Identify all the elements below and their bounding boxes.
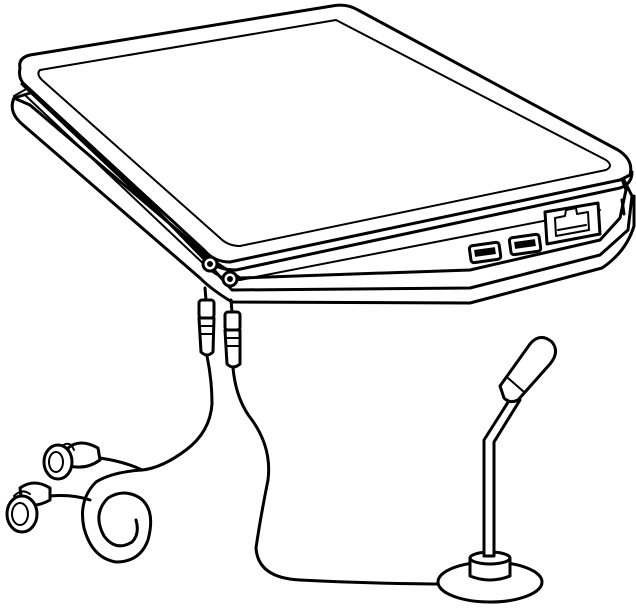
laptop-lid — [20, 5, 631, 262]
usb-port-1 — [469, 242, 501, 263]
headphone-jack — [203, 257, 217, 271]
laptop-lock-slot — [622, 200, 624, 214]
laptop — [12, 5, 634, 303]
desktop-microphone — [438, 337, 556, 602]
microphone-cable — [233, 368, 450, 584]
earphone-left — [7, 483, 50, 532]
ethernet-port — [545, 203, 600, 244]
microphone-head — [500, 337, 556, 401]
microphone-jack — [223, 272, 237, 286]
earphone-cable-coil — [83, 470, 151, 562]
earphone-cable-right — [100, 458, 142, 470]
earphone-cable-left — [50, 496, 90, 501]
usb-port-2 — [509, 234, 541, 255]
earphone-right — [44, 443, 100, 479]
headphone-plug — [199, 288, 214, 355]
microphone-plug — [225, 300, 240, 367]
microphone-stem — [484, 396, 520, 556]
earphone-cable-main — [142, 356, 212, 470]
